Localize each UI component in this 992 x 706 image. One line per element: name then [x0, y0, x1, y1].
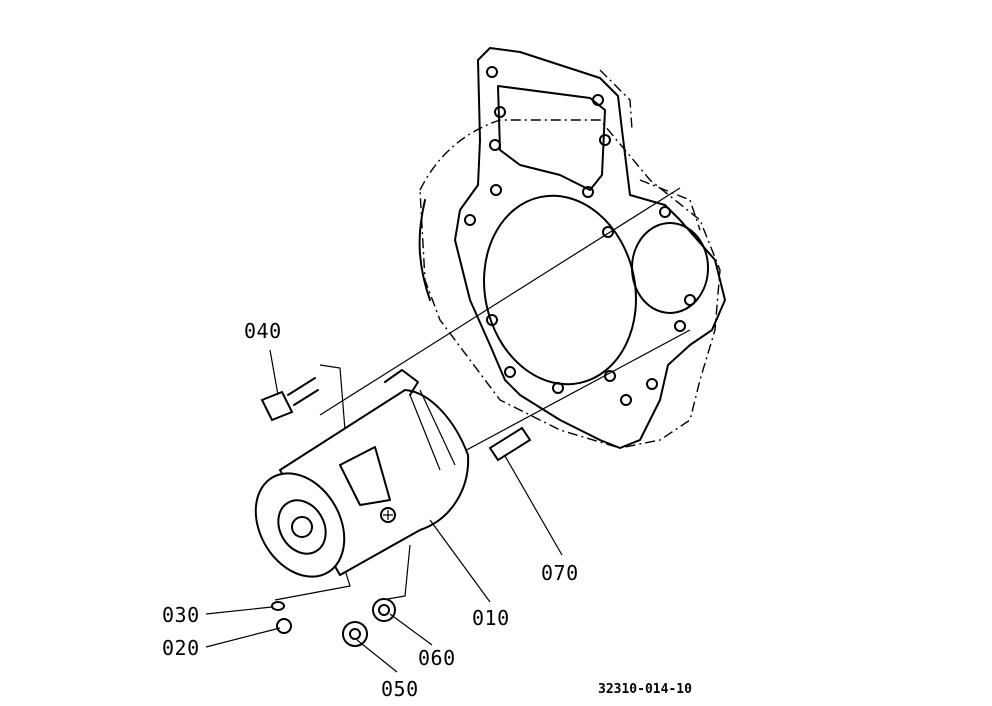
- part-label-050: 050: [381, 677, 419, 701]
- nut: [342, 621, 368, 647]
- gasket-plate: [454, 47, 726, 449]
- bolt: [260, 377, 319, 422]
- stud: [488, 426, 532, 462]
- starter-motor: [254, 369, 470, 578]
- small-nut: [276, 618, 292, 634]
- part-label-020: 020: [162, 636, 200, 660]
- part-label-030: 030: [162, 603, 200, 627]
- part-label-010: 010: [472, 606, 510, 630]
- spring-washer: [271, 601, 285, 611]
- part-label-070: 070: [541, 561, 579, 585]
- leader-lines: [205, 349, 563, 673]
- drawing-number: 32310-014-10: [598, 682, 692, 697]
- part-label-060: 060: [418, 646, 456, 670]
- part-label-040: 040: [244, 319, 282, 343]
- washer: [372, 598, 396, 622]
- flywheel-housing: [418, 69, 721, 449]
